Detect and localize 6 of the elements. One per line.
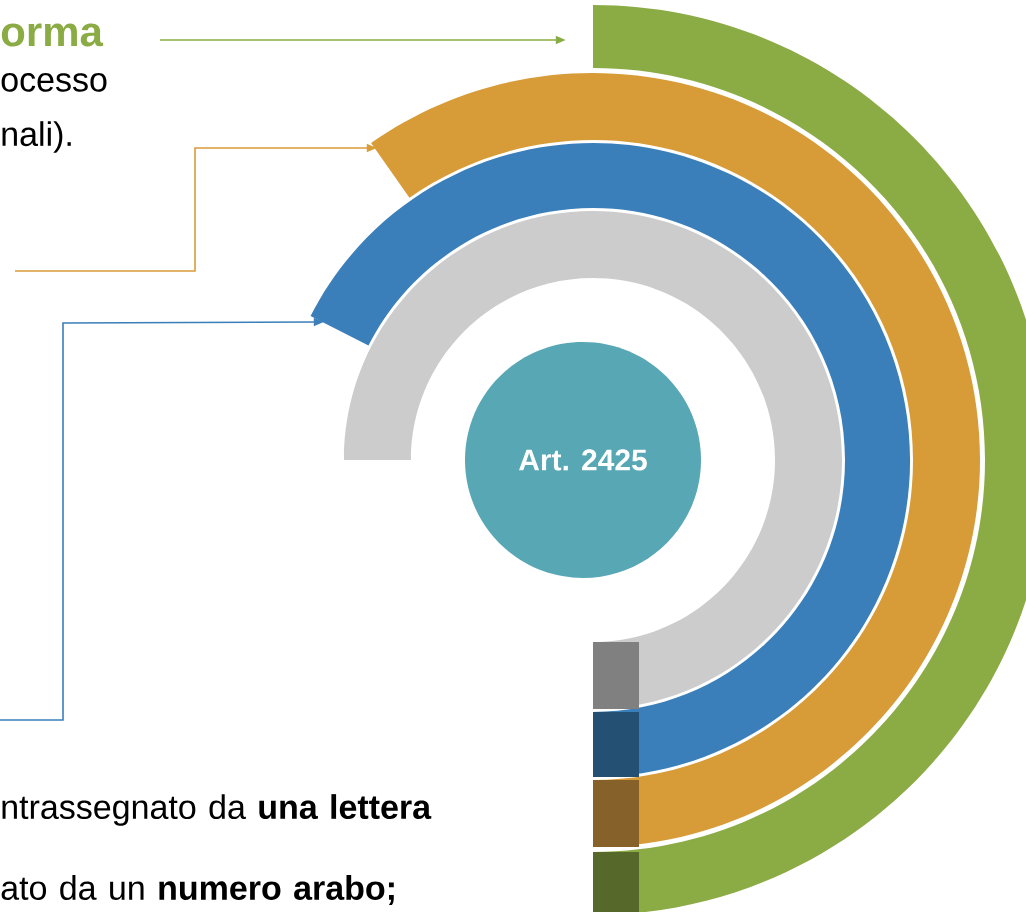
heading: orma <box>1 23 104 47</box>
body-text: ocesso nali). <box>1 73 107 153</box>
body-text: ntrassegnato da una lettera <box>2 794 432 826</box>
arc-band <box>310 143 910 777</box>
body-text: ato da un numero arabo; <box>1 875 394 905</box>
arc-band <box>344 211 842 709</box>
